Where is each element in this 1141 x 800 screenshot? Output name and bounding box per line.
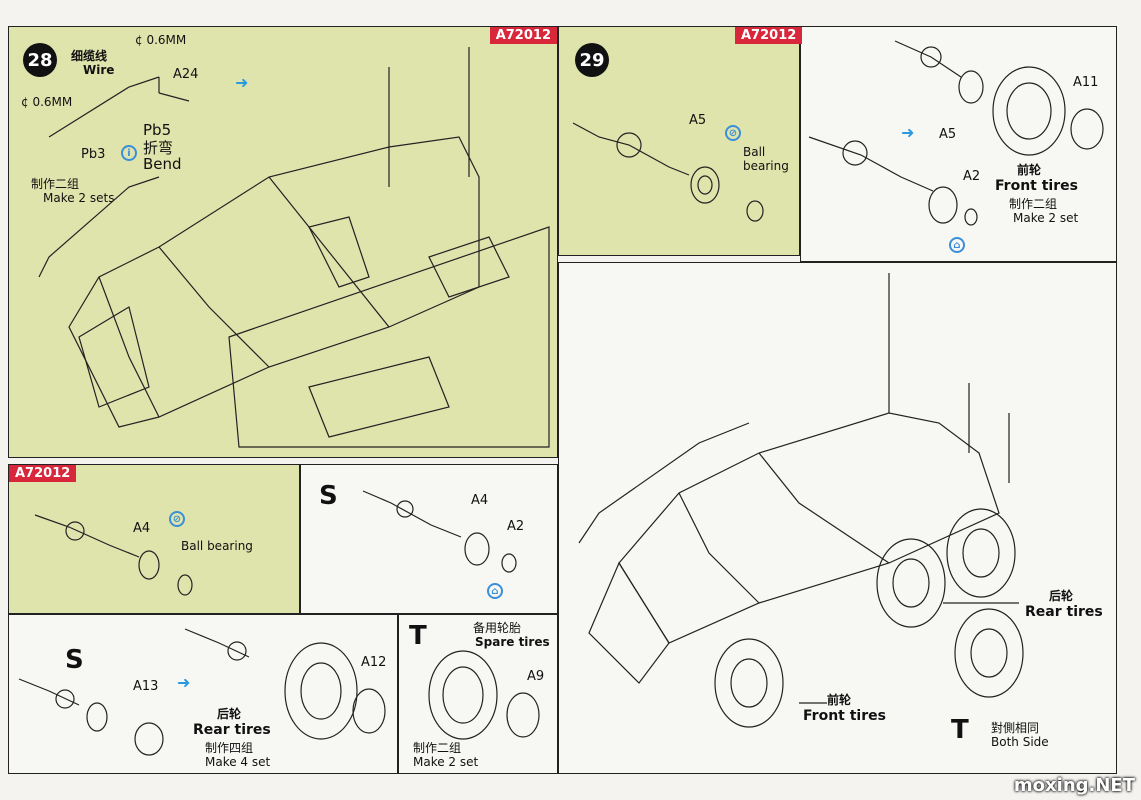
rear-tires-panel: S A13 A12 后轮 Rear tires 制作四组 Make 4 set … <box>8 614 398 774</box>
bend-label-en: Bend <box>143 155 182 173</box>
part-code-tag: A72012 <box>9 465 77 482</box>
main-vehicle-panel: 后轮 Rear tires 前轮 Front tires T 對側相同 Both… <box>558 262 1117 774</box>
sub-step-letter: S <box>319 481 338 511</box>
part-label-a5: A5 <box>939 127 957 142</box>
part-label-a4: A4 <box>133 521 151 536</box>
arrow-icon: ➜ <box>177 673 191 692</box>
rear-tire-drawing <box>18 628 386 756</box>
make-sets-en: Make 2 set <box>1013 211 1079 225</box>
step-29-panel: 29 A5 ⊘ Ball bearing <box>558 26 800 256</box>
make-sets-en: Make 2 sets <box>43 191 115 205</box>
rear-tires-cn: 后轮 <box>217 707 242 721</box>
part-label-pb3: Pb3 <box>81 147 106 162</box>
front-tires-en: Front tires <box>803 708 886 724</box>
vehicle-drawing <box>38 47 550 448</box>
both-side-en: Both Side <box>991 735 1049 749</box>
spare-tires-en: Spare tires <box>475 635 550 649</box>
s-top-drawing <box>362 490 517 573</box>
front-tires-cn: 前轮 <box>827 693 852 707</box>
arrow-icon: ➜ <box>235 73 249 92</box>
rear-tires-en: Rear tires <box>1025 604 1103 620</box>
part-label-a2: A2 <box>507 519 525 534</box>
sub-step-letter: T <box>951 715 969 745</box>
wire-label-en: Wire <box>83 63 115 77</box>
sub-step-letter: S <box>65 645 84 675</box>
front-tires-cn: 前轮 <box>1017 163 1042 177</box>
part-label-a4: A4 <box>471 493 489 508</box>
rear-tires-en: Rear tires <box>193 722 271 738</box>
glue-icon: ⌂ <box>487 583 503 599</box>
part-code-tag: A72012 <box>735 27 803 44</box>
rear-tires-cn: 后轮 <box>1049 589 1074 603</box>
watermark: moxing.NET <box>1013 775 1135 796</box>
arrow-icon: ➜ <box>901 123 915 142</box>
make-sets-cn: 制作二组 <box>1009 197 1058 211</box>
ball-bearing-label: Ball bearing <box>181 539 253 553</box>
bend-label-cn: 折弯 <box>143 139 174 157</box>
make-sets-cn: 制作二组 <box>31 177 80 191</box>
part-label-a24: A24 <box>173 67 199 82</box>
assembled-vehicle-drawing <box>578 273 1024 728</box>
spare-tires-panel: T 备用轮胎 Spare tires A9 制作二组 Make 2 set <box>398 614 558 774</box>
wire-label-cn: 细缆线 <box>71 49 108 63</box>
axle-drawing <box>572 122 764 222</box>
bearing-drawing <box>34 514 193 596</box>
step-number: 29 <box>575 43 609 77</box>
front-tires-panel: A72012 A11 A5 A2 前轮 Front tires 制作二组 Mak… <box>735 26 1117 262</box>
step-number: 28 <box>23 43 57 77</box>
sub-step-s-panel: S A4 A2 ⌂ <box>300 464 558 614</box>
part-label-a9: A9 <box>527 669 545 684</box>
ball-bearing-label: Ball bearing <box>743 145 789 173</box>
front-tire-drawing <box>808 40 1104 226</box>
part-code-tag: A72012 <box>489 27 557 44</box>
glue-icon: ⌂ <box>949 237 965 253</box>
spare-tire-drawing <box>428 650 540 740</box>
a4-bearing-panel: A72012 A4 ⊘ Ball bearing <box>8 464 300 614</box>
both-side-cn: 對側相同 <box>991 721 1040 735</box>
part-label-pb5: Pb5 <box>143 121 172 139</box>
part-label-a13: A13 <box>133 679 159 694</box>
part-label-a5: A5 <box>689 113 707 128</box>
front-tires-en: Front tires <box>995 178 1078 194</box>
make-sets-en: Make 4 set <box>205 755 271 769</box>
step-28-panel: A72012 28 细缆线 Wire ¢ 0.6MM ¢ 0.6MM A24 P… <box>8 26 558 458</box>
part-label-a2: A2 <box>963 169 981 184</box>
spare-tires-cn: 备用轮胎 <box>473 621 522 635</box>
diameter-label: ¢ 0.6MM <box>21 95 73 109</box>
part-label-a11: A11 <box>1073 75 1099 90</box>
diameter-label: ¢ 0.6MM <box>135 33 187 47</box>
make-sets-cn: 制作二组 <box>413 741 462 755</box>
part-label-a12: A12 <box>361 655 387 670</box>
info-icon: i <box>121 145 137 161</box>
make-sets-en: Make 2 set <box>413 755 479 769</box>
no-glue-icon: ⊘ <box>169 511 185 527</box>
make-sets-cn: 制作四组 <box>205 741 254 755</box>
no-glue-icon: ⊘ <box>725 125 741 141</box>
sub-step-letter: T <box>409 621 427 651</box>
